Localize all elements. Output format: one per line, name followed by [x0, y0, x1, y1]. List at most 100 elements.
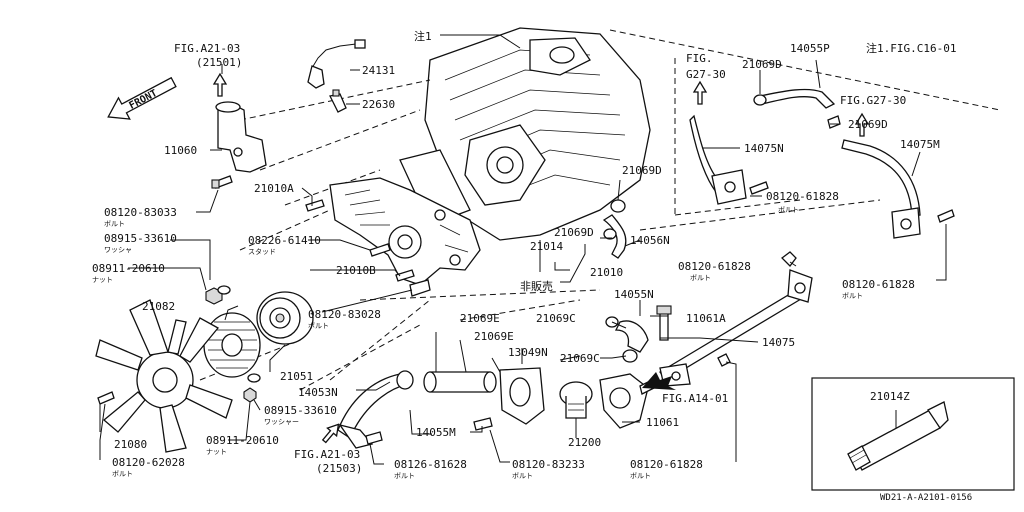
label-14075n: 14075N: [744, 142, 784, 155]
label-not-sold: 非販売: [520, 280, 553, 293]
pipe-14075m: [841, 112, 921, 239]
front-label: FRONT: [128, 88, 160, 112]
sensor-24131: [307, 39, 366, 89]
label-24131: 24131: [362, 64, 395, 77]
label-11061: 11061: [646, 416, 679, 429]
label-21069d-lo: 21069D: [554, 226, 594, 239]
label-08915-33610-b: 08915-33610: [264, 404, 337, 417]
washer-08915-33610-b: [247, 373, 261, 383]
label-bolt-e: ボルト: [308, 322, 329, 330]
label-21010a: 21010A: [254, 182, 294, 195]
hose-14055m: [423, 371, 497, 393]
label-ref-21501: (21501): [196, 56, 242, 69]
label-14053n: 14053N: [298, 386, 338, 399]
dashed-guides: [199, 29, 1001, 391]
label-08120-83033: 08120-83033: [104, 206, 177, 219]
hose-14053n: [321, 370, 414, 449]
label-08120-83233: 08120-83233: [512, 458, 585, 471]
bolt-08120-61828-a: [749, 181, 769, 195]
label-14075: 14075: [762, 336, 795, 349]
bolt-08126-81628: [365, 431, 383, 445]
label-21014z: 21014Z: [870, 390, 910, 403]
leader-lines: [99, 59, 947, 465]
label-21069e-a: 21069E: [460, 312, 500, 325]
label-14055p: 14055P: [790, 42, 830, 55]
label-fig-g2730-right: FIG.G27-30: [840, 94, 906, 107]
part-labels: FIG.A21-03 (21501) 24131 22630 注1 FIG. G…: [92, 29, 972, 503]
label-08120-61828-a: 08120-61828: [766, 190, 839, 203]
label-08126-81628: 08126-81628: [394, 458, 467, 471]
label-stud: スタッド: [248, 247, 276, 256]
drawing-code: WD21-A-A2101-0156: [880, 493, 972, 503]
thermostat-housing-11061: [599, 373, 655, 429]
fan-coupling-21082: [203, 312, 261, 378]
label-14056n: 14056N: [630, 234, 670, 247]
hose-14056n: [602, 199, 627, 259]
label-note-fig: 注1.FIG.C16-01: [866, 41, 956, 55]
inset-21014z: [811, 377, 1015, 491]
bolt-11061a: [656, 305, 672, 341]
pipe-14075: [659, 269, 813, 387]
label-washer-b: ワッシャー: [264, 418, 299, 426]
label-11060: 11060: [164, 144, 197, 157]
label-21069c-a: 21069C: [536, 312, 576, 325]
label-14075m: 14075M: [900, 138, 940, 151]
label-21069d-mid: 21069D: [622, 164, 662, 177]
label-22630: 22630: [362, 98, 395, 111]
label-14055n: 14055N: [614, 288, 654, 301]
label-21014: 21014: [530, 240, 563, 253]
stud-08226-61410: [369, 243, 391, 257]
water-pump-21010: [329, 177, 481, 286]
label-21069d-right: 21069D: [848, 118, 888, 131]
bolt-08120-83028: [409, 279, 431, 297]
label-21200: 21200: [568, 436, 601, 449]
label-08120-62028: 08120-62028: [112, 456, 185, 469]
label-08120-61828-b: 08120-61828: [678, 260, 751, 273]
label-21069d-top: 21069D: [742, 58, 782, 71]
fig-a1401-arrow: [642, 372, 676, 390]
label-08120-83028: 08120-83028: [308, 308, 381, 321]
label-nut-a: ナット: [92, 276, 113, 284]
label-13049n: 13049N: [508, 346, 548, 359]
label-bolt-f: ボルト: [112, 470, 133, 478]
label-fig-g2730-a: FIG.: [686, 52, 713, 65]
label-bolt-a: ボルト: [778, 206, 799, 214]
bolt-08120-83233: [473, 417, 493, 431]
front-arrow: FRONT: [107, 76, 177, 120]
bolt-21010a: [305, 199, 325, 212]
bolt-08120-61828-b: [781, 251, 797, 267]
label-21080: 21080: [114, 438, 147, 451]
label-21082: 21082: [142, 300, 175, 313]
label-08120-61828-d: 08120-61828: [630, 458, 703, 471]
label-21069c-b: 21069C: [560, 352, 600, 365]
label-bolt-b: ボルト: [104, 220, 125, 228]
label-fig-a2103-top: FIG.A21-03: [174, 42, 240, 55]
bolt-08120-83033: [211, 175, 233, 189]
label-08226-61410: 08226-61410: [248, 234, 321, 247]
label-08120-61828-c: 08120-61828: [842, 278, 915, 291]
water-outlet-11060: [212, 72, 267, 173]
bolt-08120-61828-d: [717, 353, 731, 367]
label-nut-b: ナット: [206, 448, 227, 456]
label-ref-21503: (21503): [316, 462, 362, 475]
engine-block: [399, 27, 651, 241]
label-bolt-i: ボルト: [630, 472, 651, 480]
pipe-13049n: [499, 367, 545, 425]
pulley-21051: [256, 291, 314, 345]
label-08911-20610-a: 08911-20610: [92, 262, 165, 275]
thermostat-21200: [559, 381, 593, 419]
label-11061a: 11061A: [686, 312, 726, 325]
bolt-08120-62028: [97, 391, 115, 405]
label-21051: 21051: [280, 370, 313, 383]
label-21010b: 21010B: [336, 264, 376, 277]
label-bolt-g: ボルト: [394, 472, 415, 480]
label-08911-20610-b: 08911-20610: [206, 434, 279, 447]
sensor-22630: [329, 89, 347, 113]
label-fig-a2103-bot: FIG.A21-03: [294, 448, 360, 461]
hose-14055p: [753, 88, 841, 129]
fan-21080: [95, 299, 233, 453]
label-bolt-c: ボルト: [690, 274, 711, 282]
pipe-14075n: [689, 80, 747, 205]
label-bolt-d: ボルト: [842, 292, 863, 300]
